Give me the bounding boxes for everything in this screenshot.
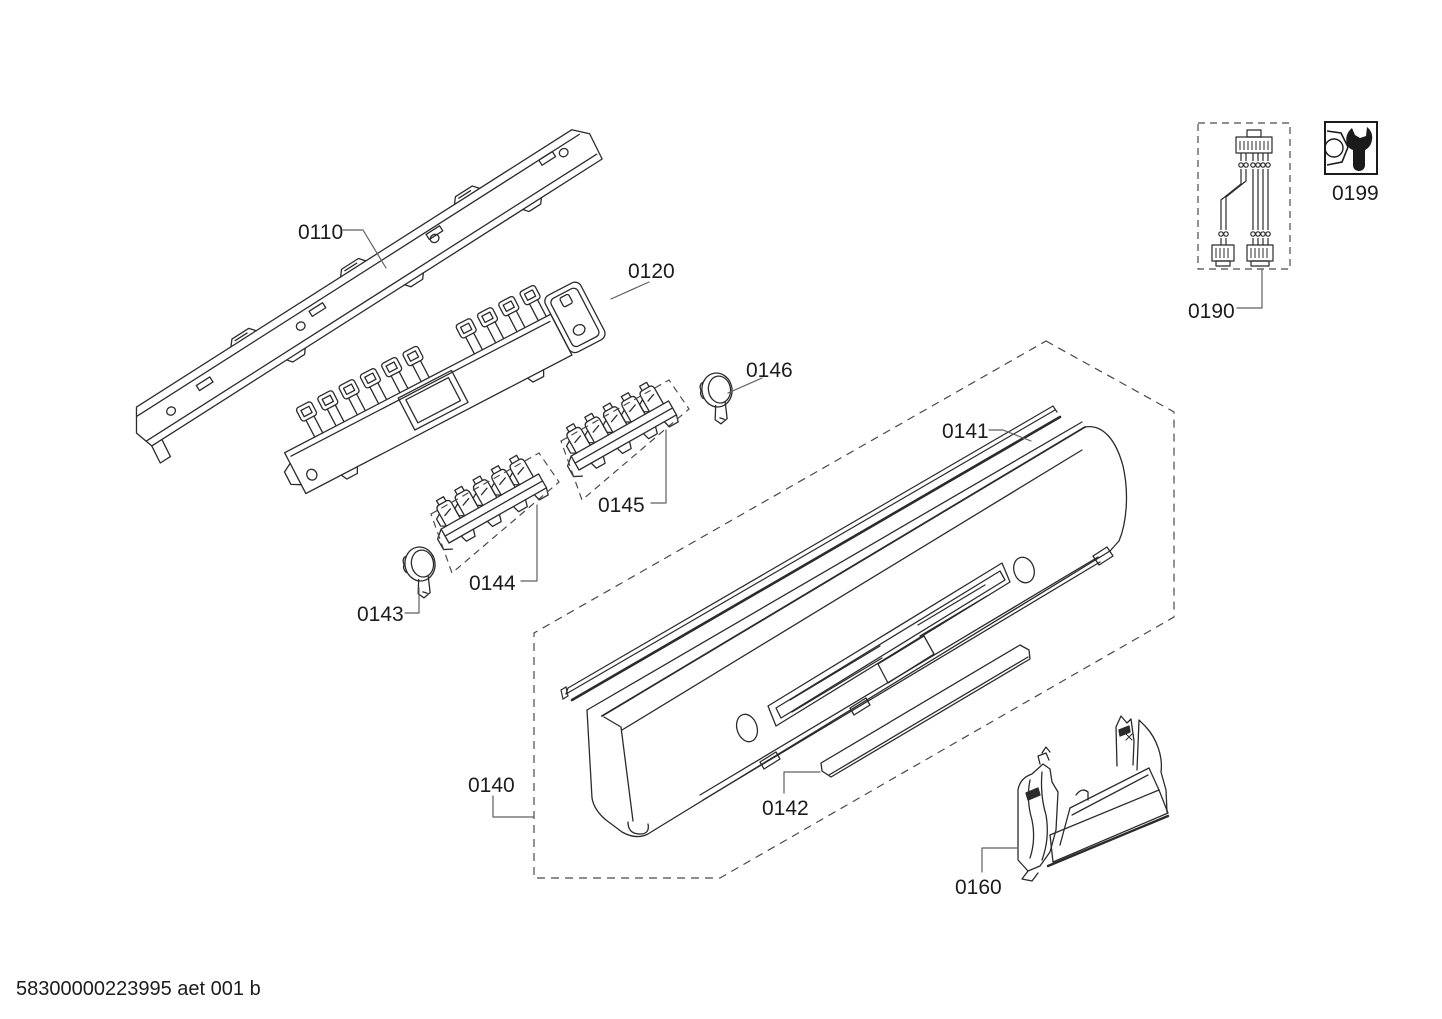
leader-0142 xyxy=(783,771,821,794)
leader-0120 xyxy=(610,281,650,300)
leader-0140 xyxy=(492,795,534,818)
wiring-harness-0190-drawing xyxy=(1197,122,1291,270)
lower-strip-0142-drawing xyxy=(820,644,1031,778)
control-panel-0140-drawing xyxy=(586,421,1128,838)
callout-0160: 0160 xyxy=(955,876,1002,899)
knob-0143-drawing xyxy=(402,546,436,599)
callout-0120: 0120 xyxy=(628,260,675,283)
trim-strip-0141-drawing xyxy=(560,405,1062,702)
knob-0146-drawing xyxy=(699,372,733,425)
button-block-0144-drawing xyxy=(435,454,549,551)
dashed-box-0190 xyxy=(1197,122,1291,270)
dashed-assembly-outline-0140 xyxy=(533,340,1175,879)
callout-0145: 0145 xyxy=(598,494,645,517)
callout-0144: 0144 xyxy=(469,572,516,595)
mounting-rail-0110-drawing xyxy=(135,129,603,464)
wrench-icon xyxy=(1346,127,1373,171)
block-clips xyxy=(565,381,665,454)
callout-0146: 0146 xyxy=(746,359,793,382)
callout-0142: 0142 xyxy=(762,797,809,820)
button-block-0145-drawing xyxy=(565,381,679,478)
end-bracket-0160-drawing xyxy=(1017,715,1170,882)
leader-0160 xyxy=(981,847,1019,873)
leader-0110 xyxy=(342,229,387,269)
dashed-box-0144 xyxy=(430,452,560,575)
leader-0144 xyxy=(520,504,538,582)
control-module-0120-drawing xyxy=(283,281,606,495)
callout-0199: 0199 xyxy=(1332,182,1379,205)
leader-0141 xyxy=(988,429,1032,442)
callout-0110: 0110 xyxy=(298,221,343,244)
document-code: 58300000223995 aet 001 b xyxy=(16,978,261,1000)
callout-0140: 0140 xyxy=(468,774,515,797)
block-clips xyxy=(435,454,535,527)
callout-0141: 0141 xyxy=(942,420,989,443)
dashed-box-0145 xyxy=(560,379,690,502)
leader-0145 xyxy=(650,429,667,504)
module-buttons xyxy=(295,284,547,438)
bolt-icon xyxy=(1326,130,1349,166)
callout-0190: 0190 xyxy=(1188,300,1235,323)
leader-lines xyxy=(342,229,1263,873)
leader-0190 xyxy=(1236,269,1263,309)
leader-0143 xyxy=(404,587,420,614)
callout-0143: 0143 xyxy=(357,603,404,626)
leader-0146 xyxy=(727,377,763,394)
callout-labels: 0110 0120 0146 0141 0145 0144 0143 0140 … xyxy=(298,182,1379,899)
service-tool-icon-0199 xyxy=(1324,121,1378,175)
